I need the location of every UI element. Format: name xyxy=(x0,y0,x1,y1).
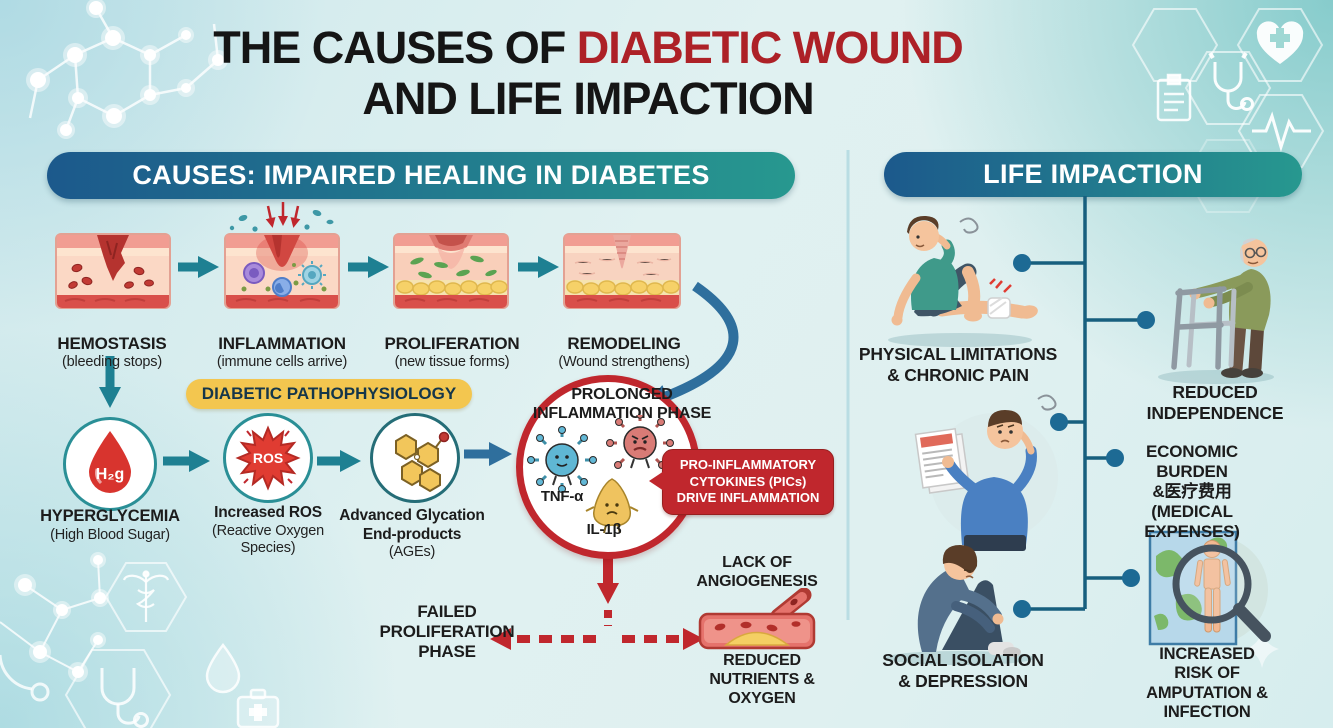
impact-connector-tree xyxy=(1024,196,1144,611)
stage-label-proliferation: PROLIFERATION (new tissue forms) xyxy=(362,314,542,391)
step-desc: (Reactive Oxygen Species) xyxy=(211,522,325,556)
stage-label-remodeling: REMODELING (Wound strengthens) xyxy=(534,314,714,391)
causes-section-header: CAUSES: IMPAIRED HEALING IN DIABETES xyxy=(47,152,795,199)
molecule-nodes-bottom-left xyxy=(14,552,109,682)
reduced-independence-illustration xyxy=(1158,238,1274,384)
stage-label-inflammation: INFLAMMATION (immune cells arrive) xyxy=(192,314,372,391)
title-black-part: THE CAUSES OF xyxy=(213,22,566,73)
stage-name: INFLAMMATION xyxy=(218,334,346,354)
remodeling-curved-arrow xyxy=(645,281,739,408)
impact-label-reduced-independence: REDUCED INDEPENDENCE xyxy=(1146,382,1284,423)
tnf-alpha-cytokine-icon xyxy=(527,426,597,493)
pics-bubble-label: PRO-INFLAMMATORY CYTOKINES (PICs) DRIVE … xyxy=(676,456,820,506)
tnf-alpha-label: TNF-α xyxy=(540,488,584,505)
to-circle-arrows xyxy=(464,281,739,466)
impact-section-header: LIFE IMPACTION xyxy=(884,152,1302,197)
impact-label-amputation-risk: INCREASED RISK OF AMPUTATION & INFECTION xyxy=(1146,645,1268,722)
page-title: THE CAUSES OF DIABETIC WOUND AND LIFE IM… xyxy=(213,22,964,125)
first-aid-kit-icon xyxy=(236,688,280,728)
reduced-nutrients-label: REDUCED NUTRIENTS & OXYGEN xyxy=(709,652,815,707)
droplet-icon xyxy=(205,642,241,694)
stethoscope-hex-icon xyxy=(100,668,149,728)
stage-desc: (bleeding stops) xyxy=(62,354,162,371)
social-isolation-illustration xyxy=(885,545,1035,665)
blocked-vessel-illustration xyxy=(698,588,816,650)
proliferation-illustration xyxy=(393,233,509,309)
ros-label: Increased ROS (Reactive Oxygen Species) xyxy=(193,486,343,575)
inflammation-illustration xyxy=(224,233,340,309)
blood-drop-icon: H₂g xyxy=(89,431,131,493)
stethoscope-icon xyxy=(1208,51,1254,111)
hexagon-decoration-bottom-left xyxy=(64,562,188,728)
ages-molecule-icon xyxy=(395,431,450,493)
banner-label: DIABETIC PATHOPHYSIOLOGY xyxy=(201,384,457,403)
stage-arrows xyxy=(99,256,559,472)
stage-name: REMODELING xyxy=(567,334,681,354)
il-1-beta-label: IL-1β xyxy=(586,521,622,538)
physical-limitations-illustration xyxy=(888,215,1038,347)
ros-starburst-icon: ROS xyxy=(235,425,301,491)
step-name: HYPERGLYCEMIA xyxy=(40,507,180,526)
economic-burden-illustration xyxy=(914,394,1058,551)
remodeling-illustration xyxy=(563,233,681,309)
impact-label-economic-burden: ECONOMIC BURDEN &医疗费用 (MEDICAL EXPENSES) xyxy=(1144,442,1240,542)
page-title-line2: AND LIFE IMPACTION xyxy=(362,73,814,125)
step-desc: (AGEs) xyxy=(388,543,436,560)
impact-label-social-isolation: SOCIAL ISOLATION & DEPRESSION xyxy=(882,650,1044,691)
step-name: Advanced Glycation End-products xyxy=(339,507,485,543)
title-red-part: DIABETIC WOUND xyxy=(576,22,964,73)
hemostasis-illustration xyxy=(55,233,171,309)
outcome-arrows xyxy=(490,556,704,650)
il-1-beta-cytokine-icon xyxy=(585,478,639,534)
causes-header-label: CAUSES: IMPAIRED HEALING IN DIABETES xyxy=(132,160,710,190)
inflammation-splash xyxy=(229,202,334,232)
molecule-decoration-bottom-left xyxy=(0,559,101,673)
page-title-line1: THE CAUSES OF DIABETIC WOUND xyxy=(213,22,964,73)
caduceus-icon xyxy=(122,570,170,622)
stage-name: PROLIFERATION xyxy=(384,334,520,354)
step-desc: (High Blood Sugar) xyxy=(50,526,170,543)
cytokines-illustration xyxy=(527,415,674,534)
ecg-line-icon xyxy=(1252,111,1311,153)
sparkle-decoration xyxy=(1245,630,1279,668)
lack-angiogenesis-label: LACK OF ANGIOGENESIS xyxy=(696,554,818,590)
ages-label: Advanced Glycation End-products (AGEs) xyxy=(332,489,492,579)
impact-header-label: LIFE IMPACTION xyxy=(983,159,1203,189)
diabetic-pathophysiology-banner: DIABETIC PATHOPHYSIOLOGY xyxy=(186,379,472,409)
stage-desc: (immune cells arrive) xyxy=(216,354,348,371)
hyperglycemia-label: HYPERGLYCEMIA (High Blood Sugar) xyxy=(20,488,200,564)
clipboard-icon xyxy=(1156,73,1192,122)
stage-desc: (new tissue forms) xyxy=(394,354,510,371)
heart-cross-icon xyxy=(1256,21,1304,64)
ros-badge: ROS xyxy=(253,450,283,466)
corner-stethoscope-icon xyxy=(0,654,50,702)
step-name: Increased ROS xyxy=(214,504,322,522)
stage-desc: (Wound strengthens) xyxy=(558,354,690,371)
molecule-nodes-top-left xyxy=(26,0,228,139)
red-cytokine-icon xyxy=(606,415,674,469)
pics-speech-bubble: PRO-INFLAMMATORY CYTOKINES (PICs) DRIVE … xyxy=(649,449,834,515)
impact-label-physical-limitations: PHYSICAL LIMITATIONS & CHRONIC PAIN xyxy=(858,344,1058,385)
stage-name: HEMOSTASIS xyxy=(57,334,167,354)
amputation-risk-illustration xyxy=(1148,530,1271,646)
failed-proliferation-label: FAILED PROLIFERATION PHASE xyxy=(379,602,515,662)
impact-connector-dots xyxy=(1013,254,1155,618)
hyperglycemia-badge: H₂g xyxy=(96,466,124,483)
prolonged-inflammation-title: PROLONGED INFLAMMATION PHASE xyxy=(532,386,712,423)
stage-label-hemostasis: HEMOSTASIS (bleeding stops) xyxy=(27,314,197,391)
